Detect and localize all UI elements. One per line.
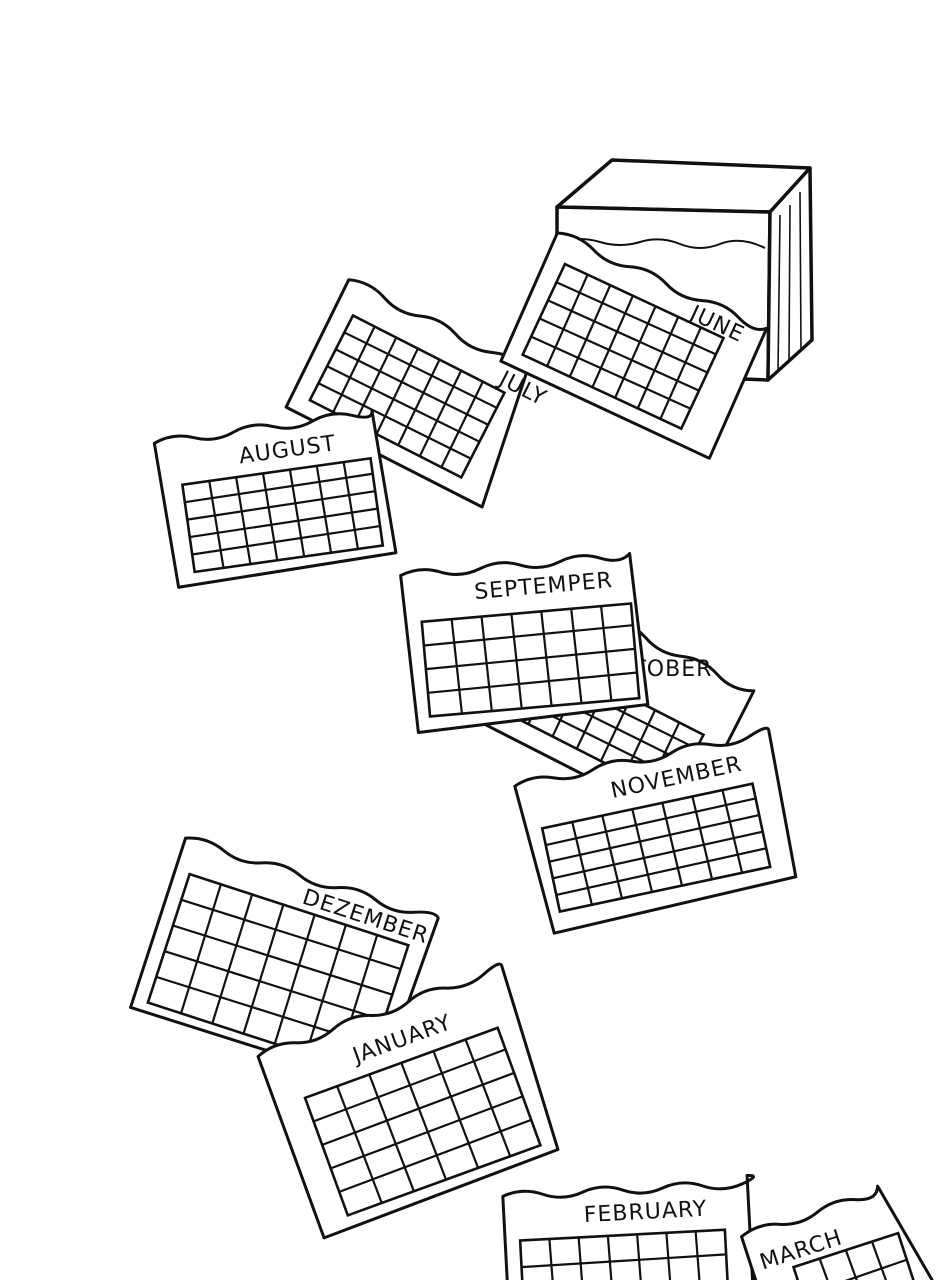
grid-border xyxy=(540,782,772,914)
grid-column-line xyxy=(540,610,553,707)
grid-column-line xyxy=(315,464,333,554)
grid-column-line xyxy=(546,273,589,368)
grid-row-line xyxy=(548,813,761,863)
grid-row-line xyxy=(186,490,377,521)
grid-border xyxy=(520,262,726,431)
calendar-grid xyxy=(303,1026,543,1218)
grid-column-line xyxy=(599,605,613,702)
grid-row-line xyxy=(191,524,382,556)
grid-row-line xyxy=(555,281,718,356)
grid-row-line xyxy=(338,1118,533,1193)
calendar-grid xyxy=(308,313,507,480)
grid-column-line xyxy=(418,369,463,458)
grid-row-line xyxy=(422,624,634,647)
calendar-page-july: JULY xyxy=(284,278,550,509)
grid-column-line xyxy=(591,294,634,389)
calendar-page-january: JANUARY xyxy=(256,962,560,1240)
grid-column-line xyxy=(208,479,225,569)
grid-column-line xyxy=(721,789,744,874)
grid-row-line xyxy=(544,797,757,847)
grid-column-line xyxy=(636,315,680,410)
grid-column-line xyxy=(636,1233,645,1280)
grid-row-line xyxy=(321,1071,516,1146)
grid-column-line xyxy=(577,1236,586,1280)
grid-column-line xyxy=(332,325,376,414)
calendar-page-september: SEPTEMPER xyxy=(399,551,650,735)
grid-row-line xyxy=(530,335,692,410)
grid-column-line xyxy=(211,893,254,1025)
grid-column-line xyxy=(601,814,624,900)
grid-column-line xyxy=(432,1050,480,1170)
grid-column-line xyxy=(661,801,684,887)
grid-row-line xyxy=(334,348,490,426)
grid-column-line xyxy=(818,1257,842,1280)
grid-row-line xyxy=(325,365,481,443)
grid-column-line xyxy=(368,1073,415,1193)
grid-row-line xyxy=(188,507,379,539)
grid-column-line xyxy=(304,923,347,1056)
grid-column-line xyxy=(179,883,222,1015)
grid-border xyxy=(518,1228,731,1280)
calendar-grid xyxy=(518,1228,731,1280)
grid-row-line xyxy=(180,898,402,971)
calendar-grid xyxy=(540,782,772,914)
grid-column-line xyxy=(570,607,583,705)
grid-row-line xyxy=(312,1048,507,1123)
grid-border xyxy=(146,872,411,1076)
grid-column-line xyxy=(242,903,285,1035)
grid-column-line xyxy=(353,336,398,425)
grid-column-line xyxy=(397,358,441,447)
grid-row-line xyxy=(424,647,637,671)
grid-row-line xyxy=(426,671,639,694)
calendar-grid xyxy=(420,602,641,718)
grid-column-line xyxy=(659,326,702,421)
grid-row-line xyxy=(183,472,374,504)
grid-column-line xyxy=(568,284,612,378)
grid-row-line xyxy=(520,1253,728,1269)
grid-column-line xyxy=(694,1230,703,1280)
grid-column-line xyxy=(261,472,279,562)
grid-row-line xyxy=(546,299,709,374)
grid-column-line xyxy=(665,1231,674,1280)
calendar-grid xyxy=(180,456,385,574)
grid-column-line xyxy=(464,1038,512,1158)
grid-column-line xyxy=(273,913,316,1045)
grid-row-line xyxy=(163,950,386,1022)
grid-column-line xyxy=(440,380,484,469)
calendar-page-march: MARCH xyxy=(740,1184,939,1280)
grid-row-line xyxy=(317,382,472,460)
calendar-grid xyxy=(520,262,726,431)
grid-column-line xyxy=(342,461,359,551)
grid-column-line xyxy=(336,1085,383,1205)
grid-column-line xyxy=(571,820,593,906)
grid-column-line xyxy=(606,1234,616,1280)
grid-column-line xyxy=(235,476,252,566)
grid-row-line xyxy=(171,924,394,996)
grid-column-line xyxy=(375,347,419,436)
grid-column-line xyxy=(631,808,654,894)
grid-row-line xyxy=(801,1258,908,1280)
grid-column-line xyxy=(548,1237,557,1280)
grid-border xyxy=(308,313,507,480)
grid-column-line xyxy=(400,1061,448,1181)
grid-row-line xyxy=(555,847,768,897)
calendar-grid xyxy=(791,1231,919,1280)
grid-column-line xyxy=(691,795,714,881)
calendar-page-november: NOVEMBER xyxy=(513,726,798,935)
grid-row-line xyxy=(551,830,764,880)
calendar-page-june: JUNE xyxy=(499,231,769,460)
calendar-page-august: AUGUST xyxy=(152,409,398,589)
calendar-page-february: FEBRUARY xyxy=(501,1173,757,1280)
grid-row-line xyxy=(538,317,701,392)
grid-row-line xyxy=(343,331,498,409)
grid-border xyxy=(180,456,385,574)
grid-column-line xyxy=(870,1240,894,1280)
grid-row-line xyxy=(329,1095,524,1170)
grid-column-line xyxy=(614,305,657,399)
grid-column-line xyxy=(288,468,306,558)
